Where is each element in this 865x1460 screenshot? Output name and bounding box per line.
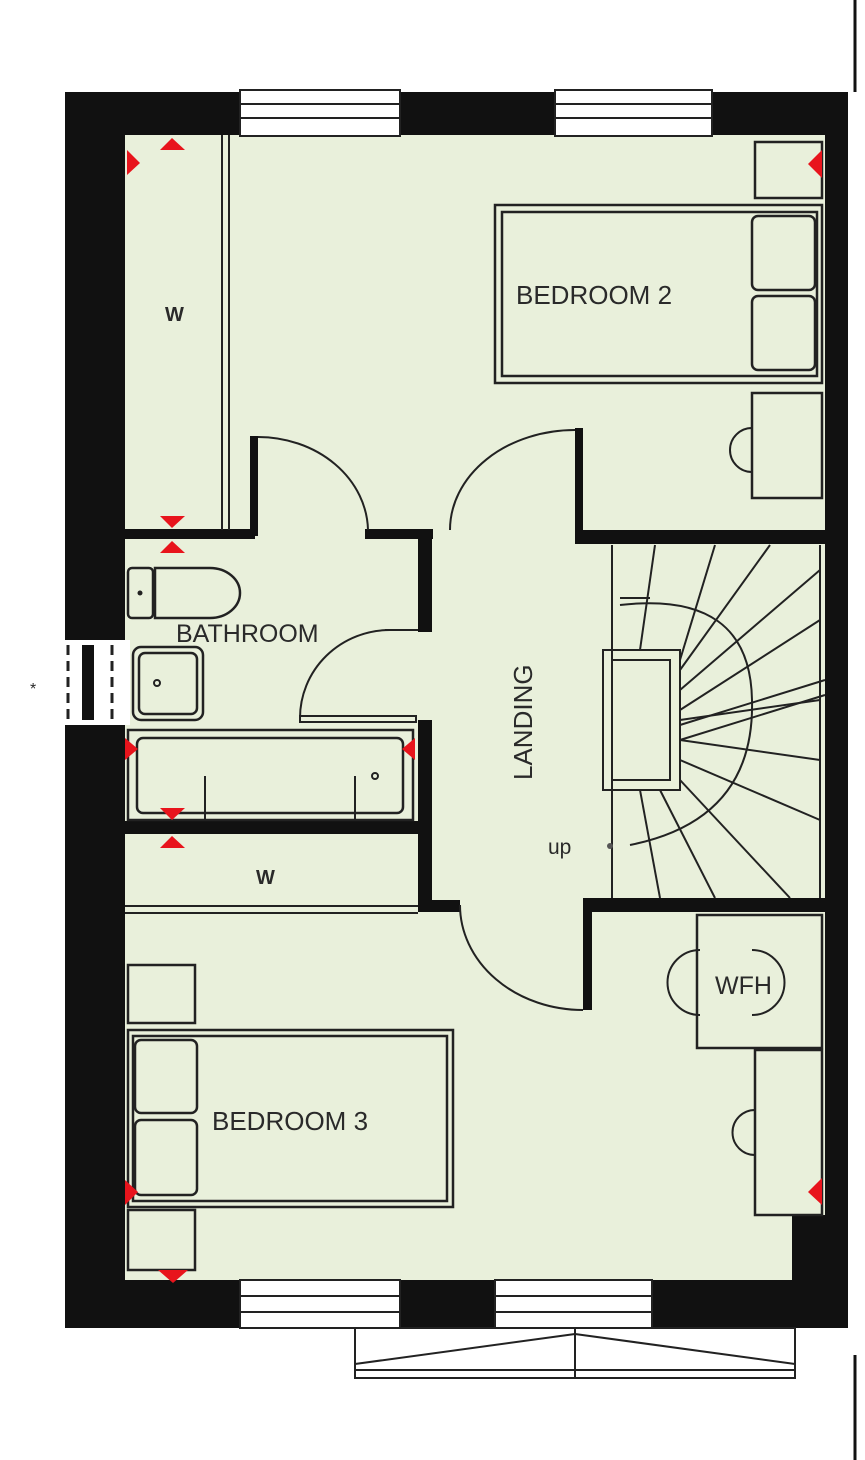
desk-bedroom2: [750, 391, 824, 500]
toilet: [126, 566, 242, 620]
nightstand-bedroom3-bottom: [126, 1208, 197, 1272]
label-bedroom2: BEDROOM 2: [516, 280, 672, 310]
window-bathroom: [63, 640, 130, 725]
internal-walls: [125, 428, 825, 1010]
label-bedroom3: BEDROOM 3: [212, 1106, 368, 1136]
door-swings: [257, 429, 584, 1011]
window-top-left: [239, 89, 401, 137]
staircase: [602, 544, 826, 899]
outer-wall-notch: [792, 1215, 832, 1285]
label-bathroom: BATHROOM: [176, 620, 319, 648]
desk-bedroom3: [753, 1048, 824, 1217]
bay-window: [354, 1327, 796, 1379]
label-wardrobe-top: W: [165, 304, 184, 326]
bed-bedroom2: [493, 203, 824, 385]
bed-bedroom3: [126, 1028, 455, 1209]
label-wardrobe-mid: W: [256, 867, 275, 889]
window-marker: *: [30, 681, 36, 698]
stairs-up-label: up: [548, 836, 571, 859]
stairs-start-dot: [607, 843, 613, 849]
wfh-chair: [666, 949, 786, 1016]
label-landing: LANDING: [508, 664, 538, 780]
wfh-desk: [695, 913, 824, 1050]
measurement-arrows: [125, 138, 822, 1283]
window-bottom-left: [239, 1279, 401, 1329]
bath: [126, 728, 415, 822]
window-top-right: [554, 89, 713, 137]
nightstand-bedroom3-top: [126, 963, 197, 1025]
window-bottom-right: [494, 1279, 653, 1329]
nightstand-bedroom2: [753, 140, 824, 200]
chair-bedroom3: [731, 1109, 756, 1156]
wardrobe-partitions: [125, 135, 418, 914]
label-wfh: WFH: [715, 972, 772, 1000]
basin: [131, 645, 205, 722]
chair-bedroom2: [729, 427, 753, 473]
